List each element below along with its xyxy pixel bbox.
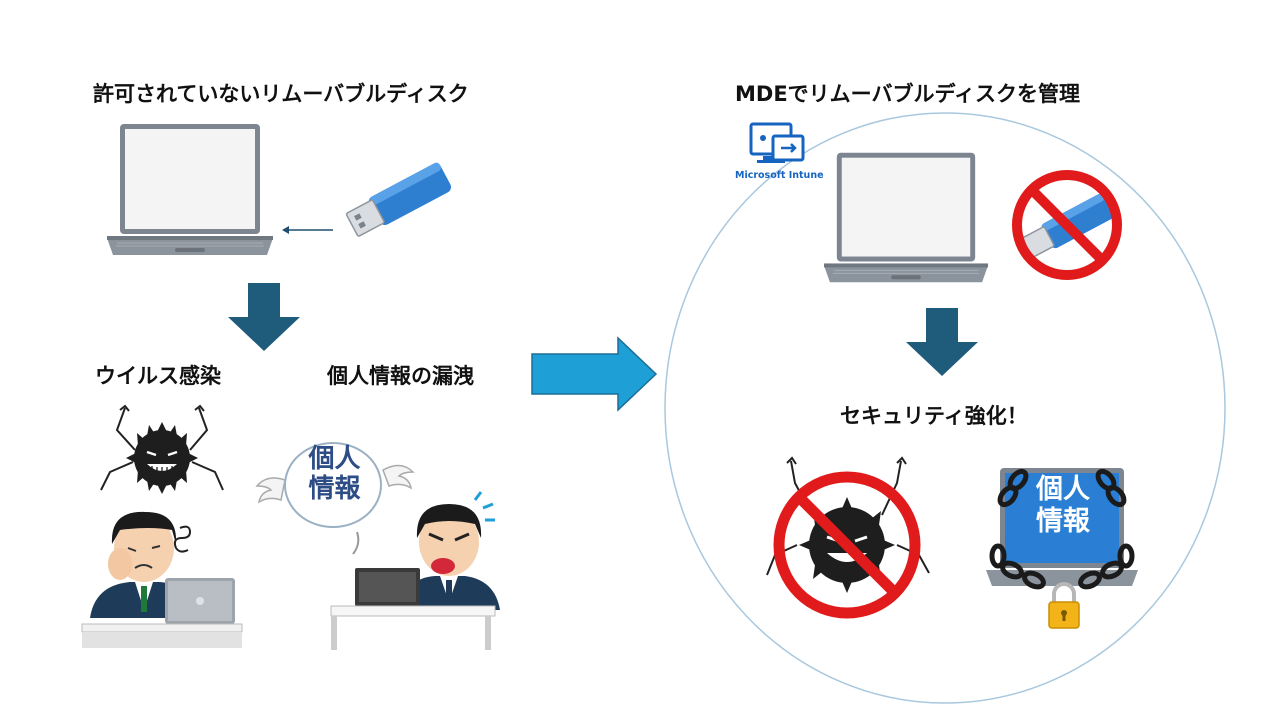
- security-label: セキュリティ強化！: [840, 404, 1028, 428]
- prohibited-virus-icon: [766, 456, 930, 619]
- screen-text-line1: 個人: [1036, 474, 1090, 505]
- insert-arrow-icon: [282, 226, 333, 234]
- bubble-text: 個人 情報: [297, 444, 372, 504]
- down-arrow-right: [906, 308, 978, 376]
- flying-bubble-icon: [255, 442, 415, 555]
- virus-icon: [100, 404, 224, 494]
- right-title: MDEでリムーバブルディスクを管理: [735, 82, 1080, 106]
- laptop-icon-managed: [823, 152, 989, 283]
- big-arrow-right: [531, 336, 658, 412]
- prohibited-usb-icon: [1012, 170, 1122, 280]
- laptop-icon: [107, 124, 273, 255]
- screen-text: 個人 情報: [1018, 474, 1108, 538]
- bubble-text-line1: 個人: [308, 444, 361, 474]
- intune-logo-icon: [749, 122, 805, 163]
- usb-drive-icon: [345, 162, 452, 237]
- management-ellipse: [664, 112, 1226, 704]
- intune-label: Microsoft Intune: [735, 170, 824, 181]
- bubble-text-line2: 情報: [308, 474, 361, 504]
- left-title: 許可されていないリムーバブルディスク: [93, 82, 469, 106]
- down-arrow-left: [228, 283, 300, 351]
- virus-label: ウイルス感染: [95, 364, 221, 388]
- padlock-icon: [1048, 582, 1080, 629]
- leak-label: 個人情報の漏洩: [327, 364, 474, 388]
- chained-laptop-icon: [986, 468, 1138, 590]
- worried-man-icon: [81, 511, 243, 648]
- screen-text-line2: 情報: [1036, 506, 1090, 537]
- angry-man-icon: [330, 491, 500, 650]
